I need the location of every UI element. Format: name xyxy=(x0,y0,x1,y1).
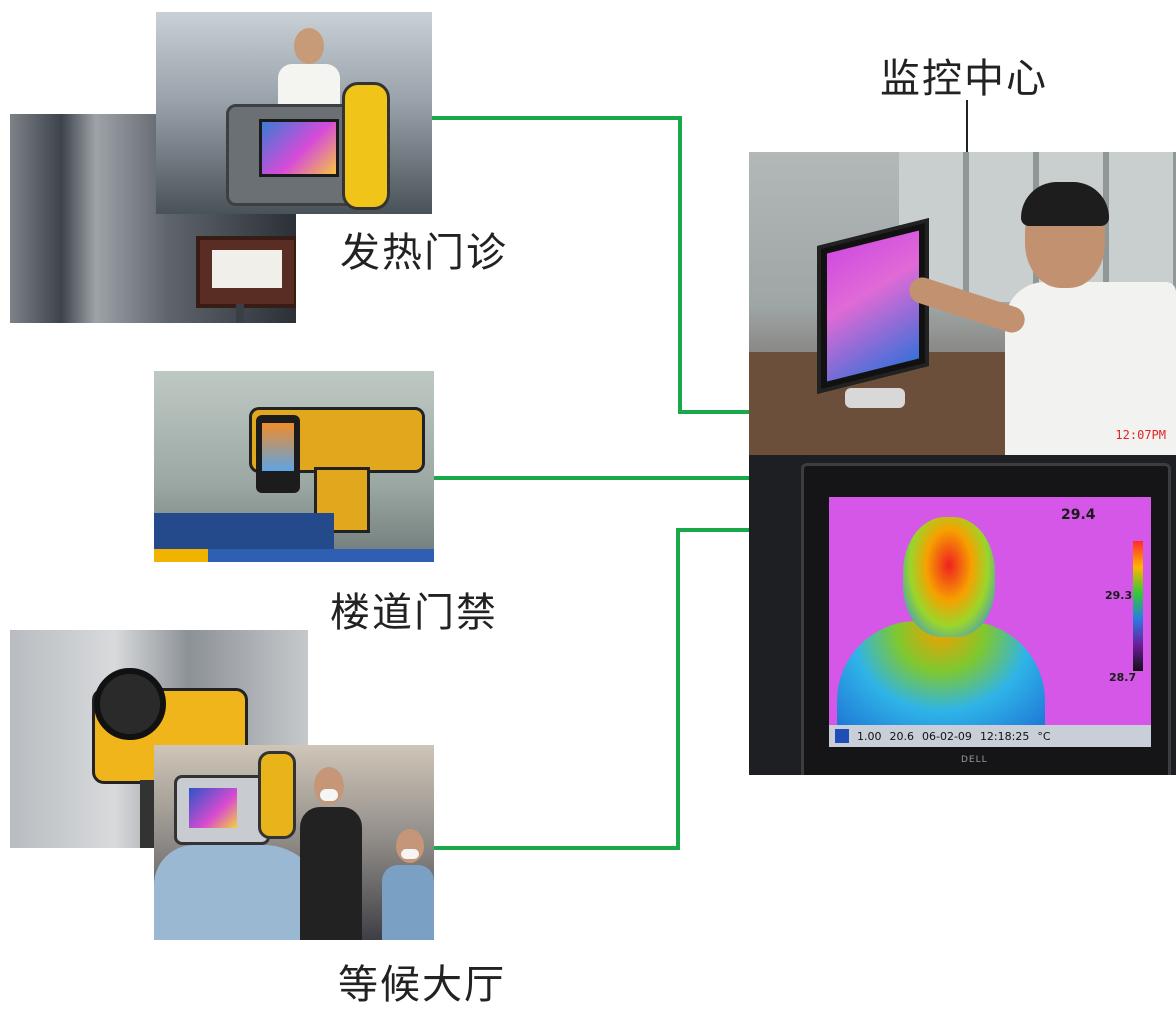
photo-timestamp: 12:07PM xyxy=(1115,428,1166,442)
toolbar-time: 12:18:25 xyxy=(979,729,1030,743)
temp-readout-low: 28.7 xyxy=(1109,671,1137,684)
monitoring-room-photo: 12:07PM xyxy=(749,152,1176,456)
toolbar-value: 20.6 xyxy=(889,729,915,743)
monitor-display xyxy=(817,218,929,394)
toolbar-value: 1.00 xyxy=(857,729,882,743)
toolbar-date: 06-02-09 xyxy=(922,729,972,743)
connector-waiting-hall xyxy=(434,528,750,850)
thermal-monitor-closeup: 29.4 29.3 28.7 1.00 20.6 06-02-09 12:18:… xyxy=(749,455,1176,775)
thermal-head xyxy=(903,517,995,637)
waiting-hall-crowd-photo xyxy=(154,745,434,940)
label-fever-clinic: 发热门诊 xyxy=(340,230,508,276)
connector-fever-clinic xyxy=(432,116,750,414)
stairwell-news-photo xyxy=(154,371,434,562)
play-icon xyxy=(835,729,849,743)
news-caption-bar xyxy=(154,513,334,549)
temp-readout-mid: 29.3 xyxy=(1105,589,1133,602)
temp-readout-top: 29.4 xyxy=(1061,507,1096,523)
handheld-thermal-camera xyxy=(174,775,270,845)
temperature-scale xyxy=(1133,541,1143,671)
clinic-sign xyxy=(196,236,296,308)
label-pointer-line xyxy=(966,100,968,154)
thermal-toolbar: 1.00 20.6 06-02-09 12:18:25 °C xyxy=(829,725,1151,747)
face-mask xyxy=(401,849,419,859)
face-mask xyxy=(320,789,338,801)
camera-lens xyxy=(94,668,166,740)
fever-clinic-camera-photo xyxy=(156,12,432,214)
monitor-brand-logo: DELL xyxy=(961,755,988,765)
toolbar-unit: °C xyxy=(1037,729,1051,743)
thermal-image: 29.4 29.3 28.7 xyxy=(829,497,1151,725)
news-ticker xyxy=(154,549,434,562)
label-monitoring-center: 监控中心 xyxy=(880,56,1048,102)
label-waiting-hall: 等候大厅 xyxy=(338,962,506,1008)
label-stairwell-access: 楼道门禁 xyxy=(330,590,498,636)
